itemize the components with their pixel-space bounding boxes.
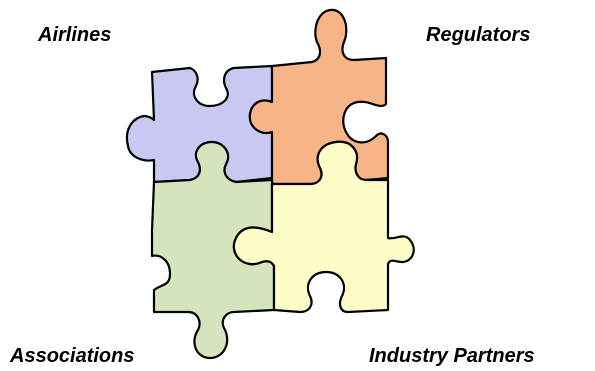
label-airlines: Airlines bbox=[38, 24, 112, 46]
label-industry-partners: Industry Partners bbox=[369, 345, 535, 367]
label-associations: Associations bbox=[10, 345, 135, 367]
industry-partners-piece bbox=[232, 140, 415, 314]
label-regulators: Regulators bbox=[426, 24, 531, 46]
